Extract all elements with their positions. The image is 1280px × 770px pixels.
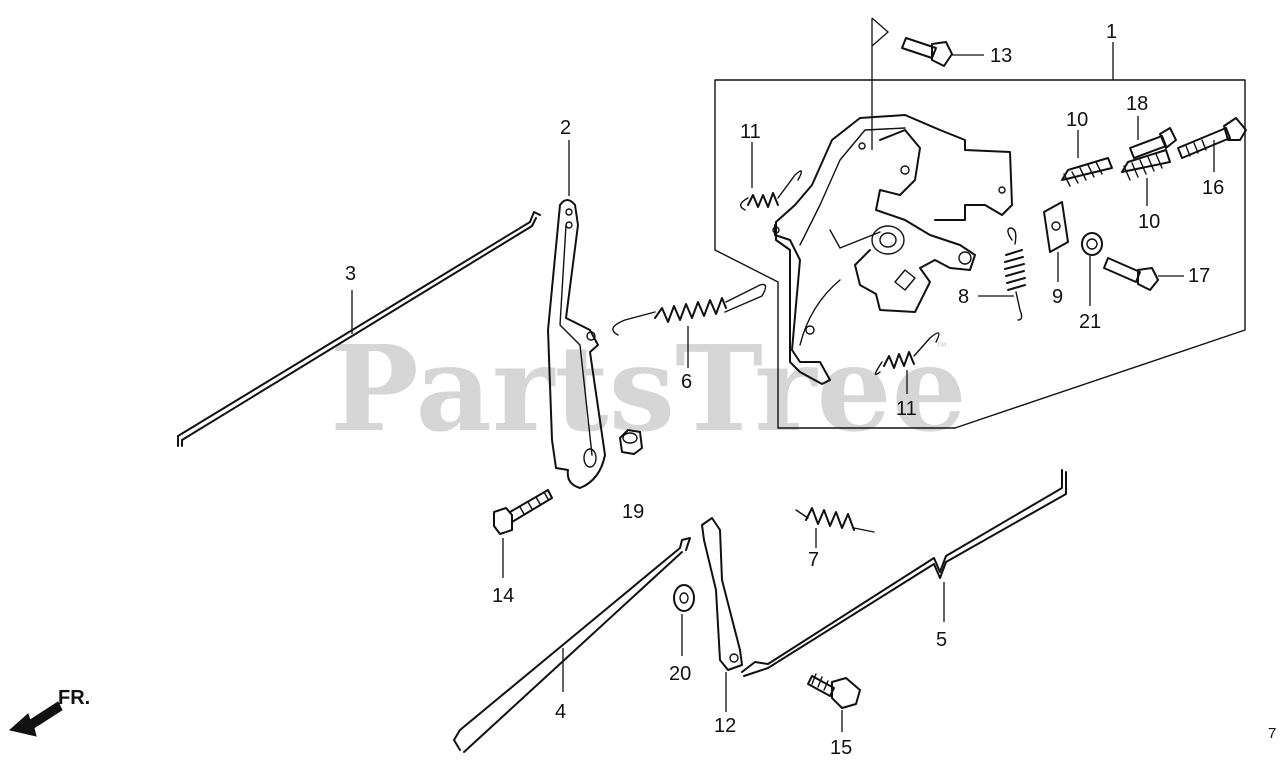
part-label-11-upper[interactable]: 11 <box>740 121 761 143</box>
watermark: PartsTree <box>330 319 967 458</box>
part-label-12[interactable]: 12 <box>714 715 736 737</box>
bolt-15[interactable] <box>807 673 861 732</box>
rod-5[interactable] <box>741 469 1067 677</box>
part-label-1[interactable]: 1 <box>1106 21 1117 43</box>
part-label-16[interactable]: 16 <box>1202 177 1224 199</box>
page-reference: 7 <box>1268 725 1276 742</box>
control-lever-2[interactable] <box>547 140 606 489</box>
part-label-4[interactable]: 4 <box>555 701 566 723</box>
part-label-20[interactable]: 20 <box>669 663 691 685</box>
rod-4[interactable] <box>453 537 691 753</box>
part-label-7[interactable]: 7 <box>808 549 819 571</box>
part-label-5[interactable]: 5 <box>936 629 947 651</box>
washer-21[interactable] <box>1081 232 1103 306</box>
bolt-18[interactable] <box>1129 116 1177 159</box>
spring-6[interactable] <box>612 283 767 368</box>
part-label-8[interactable]: 8 <box>958 286 969 308</box>
part-label-9[interactable]: 9 <box>1052 286 1063 308</box>
part-label-10-lower[interactable]: 10 <box>1138 211 1160 233</box>
front-direction-label: FR. <box>58 687 90 709</box>
spring-7[interactable] <box>795 507 875 548</box>
part-label-6[interactable]: 6 <box>681 371 692 393</box>
spring-8[interactable] <box>978 227 1026 321</box>
spring-11-upper[interactable] <box>740 142 803 211</box>
washer-20[interactable] <box>673 584 695 656</box>
part-label-19[interactable]: 19 <box>622 501 644 523</box>
bolt-17[interactable] <box>1103 257 1184 291</box>
part-label-15[interactable]: 15 <box>830 737 852 759</box>
part-label-17[interactable]: 17 <box>1188 265 1210 287</box>
clip-9[interactable] <box>1043 201 1069 282</box>
part-label-10-upper[interactable]: 10 <box>1066 109 1088 131</box>
front-direction-arrow: FR. <box>8 687 90 737</box>
spring-10-left[interactable] <box>1061 130 1113 187</box>
rod-3[interactable] <box>177 211 541 447</box>
nut-19[interactable] <box>619 429 643 455</box>
part-label-14[interactable]: 14 <box>492 585 514 607</box>
bolt-14[interactable] <box>493 489 553 578</box>
part-label-13[interactable]: 13 <box>990 45 1012 67</box>
lever-12[interactable] <box>701 517 743 712</box>
part-label-11-lower[interactable]: 11 <box>896 398 917 420</box>
control-base-plate[interactable] <box>772 114 1013 385</box>
part-label-18[interactable]: 18 <box>1126 93 1148 115</box>
bolt-16[interactable] <box>1177 117 1247 172</box>
part-label-2[interactable]: 2 <box>560 117 571 139</box>
watermark-tm: ™ <box>936 341 947 353</box>
spring-11-lower[interactable] <box>874 332 940 394</box>
part-label-3[interactable]: 3 <box>345 263 356 285</box>
bolt-13[interactable] <box>901 37 984 67</box>
spring-10-right[interactable] <box>1121 149 1171 206</box>
assembly-outline <box>714 17 1246 429</box>
part-label-21[interactable]: 21 <box>1079 311 1101 333</box>
